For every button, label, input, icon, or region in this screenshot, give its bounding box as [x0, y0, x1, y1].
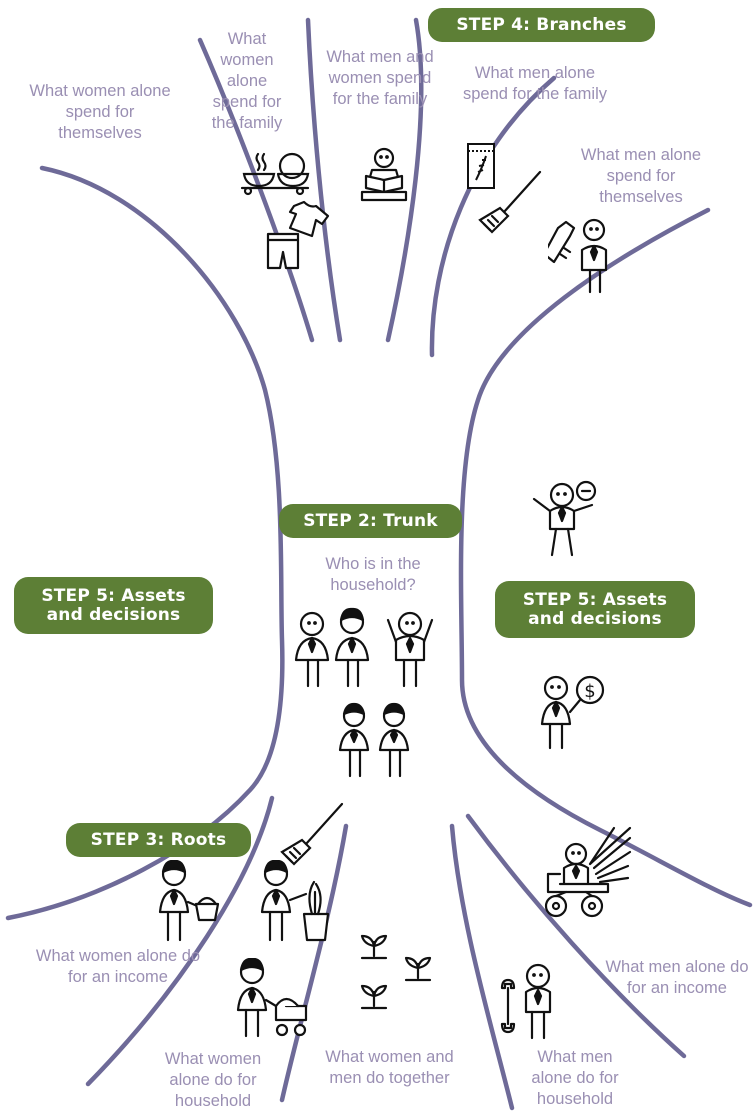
man-with-wrench-icon — [500, 963, 552, 1040]
clothes-icon — [266, 200, 330, 270]
step-4-branches-badge: STEP 4: Branches — [428, 8, 655, 42]
broom-icon — [280, 802, 344, 866]
family-group-icon — [294, 607, 434, 778]
reading-person-icon — [360, 147, 408, 202]
man-on-cart-icon — [544, 826, 632, 918]
step-2-trunk-badge: STEP 2: Trunk — [279, 504, 462, 538]
seedlings-icon — [360, 934, 432, 1010]
broom-icon — [478, 170, 542, 234]
root-label-men-household: What men alone do for household — [531, 1048, 619, 1108]
bowls-icon — [240, 152, 310, 196]
root-label-women-income: What women alone do for an income — [35, 947, 201, 986]
seed-packet-icon — [467, 143, 495, 189]
branch-label-men-family: What men alone spend for the family — [463, 64, 607, 103]
woman-with-plant-icon — [260, 860, 330, 942]
step-5-assets-right-badge: STEP 5: Assets and decisions — [495, 581, 695, 638]
root-label-men-income: What men alone do for an income — [605, 958, 749, 997]
branch-label-men-self: What men alone spend for themselves — [580, 146, 702, 206]
branch-label-both-family: What men and women spend for the family — [326, 48, 434, 108]
branch-label-women-family: What women alone spend for the family — [211, 30, 283, 132]
root-label-women-household: What women alone do for household — [164, 1050, 262, 1110]
woman-with-basket-icon — [158, 860, 220, 942]
trunk-question-label: Who is in the household? — [325, 555, 421, 594]
root-label-together: What women and men do together — [325, 1048, 454, 1087]
step-3-roots-badge: STEP 3: Roots — [66, 823, 251, 857]
woman-with-stroller-icon — [236, 958, 308, 1038]
man-with-money-icon: $ — [540, 675, 605, 750]
step-5-assets-left-badge: STEP 5: Assets and decisions — [14, 577, 213, 634]
man-with-bottle-icon — [548, 218, 608, 294]
svg-text:$: $ — [584, 681, 595, 702]
talking-person-icon — [532, 480, 597, 557]
branch-label-women-self: What women alone spend for themselves — [29, 82, 171, 142]
